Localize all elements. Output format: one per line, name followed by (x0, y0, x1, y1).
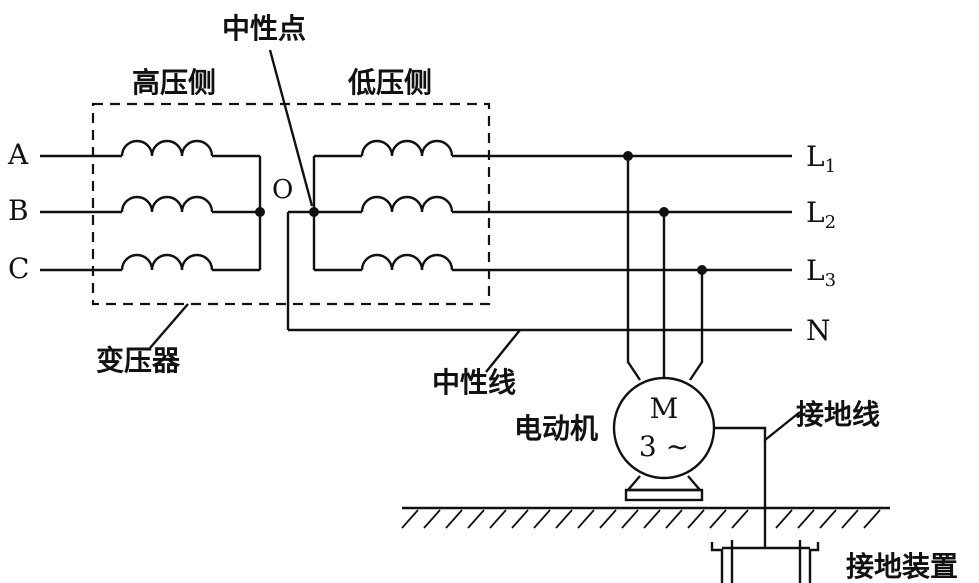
hv-coil-1 (120, 139, 214, 157)
transformer-leader (149, 303, 189, 349)
input-label-c: C (8, 252, 29, 285)
output-label-l1: L1 (806, 140, 836, 177)
point-o-label: O (272, 175, 293, 205)
input-label-a: A (7, 138, 29, 171)
motor-foot (624, 488, 704, 502)
neutral-out-label: N (806, 314, 831, 347)
transformer-enclosure (91, 102, 491, 306)
neutral-point-label: 中性点 (222, 12, 306, 45)
motor-symbol-top: M (650, 392, 679, 425)
ground-electrode-left-a (710, 542, 724, 583)
neutral-point-leader (268, 49, 314, 207)
ground-electrode-right-b (808, 542, 820, 583)
ground-device-label: 接地装置 (846, 550, 958, 583)
neutral-wire-label: 中性线 (432, 366, 516, 399)
hv-coil-3 (120, 253, 214, 271)
lv-coil-2 (360, 195, 454, 213)
motor-feed-l3 (689, 270, 704, 381)
lv-coil-3 (360, 253, 454, 271)
ground-wire-label: 接地线 (796, 398, 880, 431)
hv-star-junction (255, 207, 265, 217)
high-side-label: 高压侧 (132, 66, 216, 99)
ground-wire-leader (764, 411, 801, 441)
input-label-b: B (8, 194, 29, 227)
motor-feed-l1 (626, 156, 641, 381)
output-label-l2: L2 (806, 196, 836, 233)
lv-coil-1 (360, 139, 454, 157)
ground-hatching (401, 509, 881, 529)
ground-wire (714, 426, 767, 548)
hv-coil-2 (120, 195, 214, 213)
output-label-l3: L3 (806, 254, 836, 291)
motor-symbol-bottom: 3 ~ (639, 430, 689, 463)
transformer-label: 变压器 (96, 344, 181, 377)
motor-label: 电动机 (514, 412, 598, 445)
low-side-label: 低压侧 (347, 66, 432, 99)
neutral-wire-leader (485, 329, 521, 373)
